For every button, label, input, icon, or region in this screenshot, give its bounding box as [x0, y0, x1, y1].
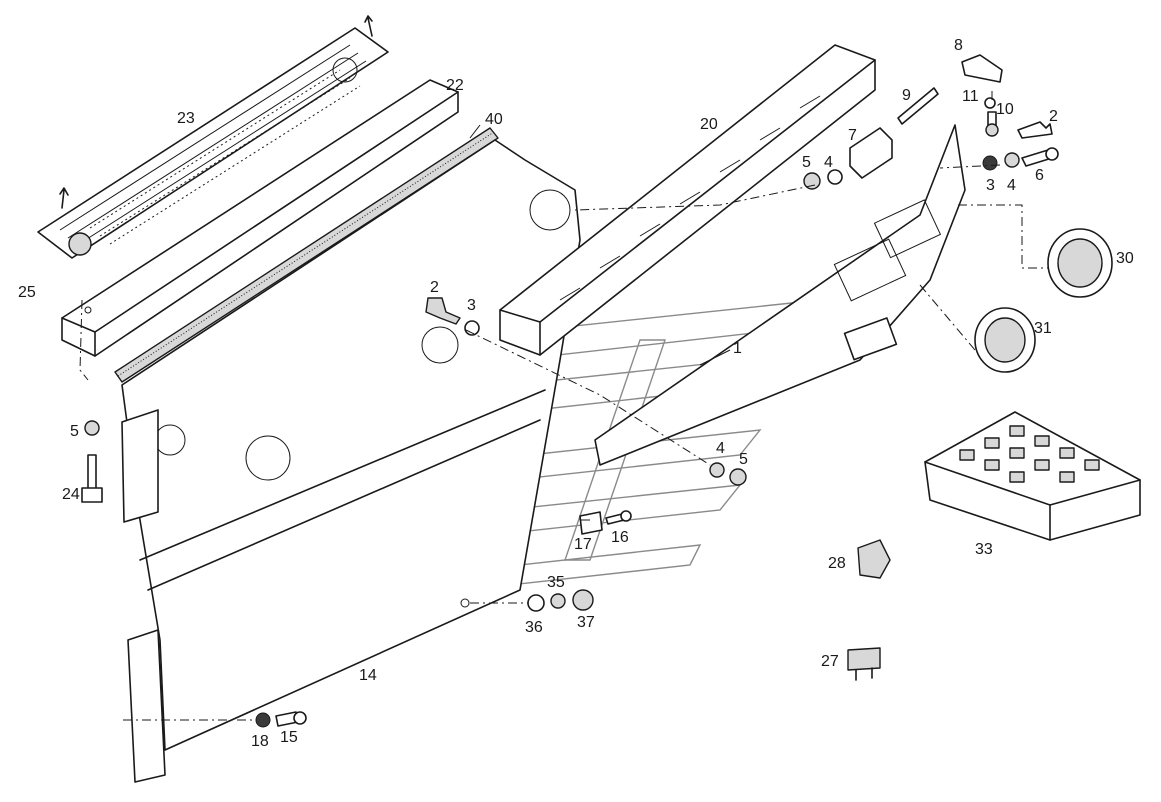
label-31: 31: [1034, 320, 1052, 337]
bolt-2-right: [1017, 121, 1053, 139]
label-8: 8: [954, 37, 963, 54]
label-30: 30: [1116, 250, 1134, 267]
screw-6: [1021, 147, 1059, 167]
label-6: 6: [1035, 167, 1044, 184]
label-10: 10: [996, 101, 1014, 118]
label-2-center: 2: [430, 279, 439, 296]
ladder-rail-20: [499, 44, 876, 356]
nut-5-left: [84, 420, 100, 436]
label-24: 24: [62, 486, 80, 503]
label-9: 9: [902, 87, 911, 104]
nut-37: [572, 589, 594, 611]
nut-5-top: [803, 172, 821, 190]
label-37: 37: [577, 614, 595, 631]
label-23: 23: [177, 110, 195, 127]
label-4-right: 4: [1007, 177, 1016, 194]
label-1: 1: [733, 340, 742, 357]
relay-28: [857, 539, 891, 579]
label-15: 15: [280, 729, 298, 746]
label-3-center: 3: [467, 297, 476, 314]
fuse-box-33: [924, 411, 1141, 541]
pin-9: [897, 87, 939, 125]
side-plate-lower: [127, 629, 166, 783]
label-11: 11: [962, 88, 979, 105]
screw-16: [605, 510, 632, 525]
label-7: 7: [848, 127, 857, 144]
label-5-mid: 5: [739, 451, 748, 468]
label-17: 17: [574, 536, 592, 553]
label-40: 40: [485, 111, 503, 128]
foam-seal-40: [114, 127, 499, 383]
grommet-31: [974, 307, 1036, 373]
bolt-24: [81, 454, 103, 503]
label-27: 27: [821, 653, 839, 670]
label-36: 36: [525, 619, 543, 636]
screw-15: [275, 711, 307, 727]
label-5-left: 5: [70, 423, 79, 440]
washer-3-right: [982, 155, 998, 171]
leader-lines: [469, 124, 731, 366]
clip-17: [579, 511, 603, 535]
label-5-top: 5: [802, 154, 811, 171]
washer-4-right: [1004, 152, 1020, 168]
grommet-30: [1047, 228, 1113, 298]
label-3-right: 3: [986, 177, 995, 194]
label-14: 14: [359, 667, 377, 684]
label-22: 22: [446, 77, 464, 94]
label-28: 28: [828, 555, 846, 572]
screw-10: [985, 111, 999, 137]
washer-18: [255, 712, 271, 728]
washer-35: [550, 593, 566, 609]
bracket-1: [594, 124, 966, 466]
label-2-right: 2: [1049, 108, 1058, 125]
washer-4-top: [827, 169, 843, 185]
label-33: 33: [975, 541, 993, 558]
label-25: 25: [18, 284, 36, 301]
side-plate-upper: [121, 409, 159, 523]
nut-5-mid: [729, 468, 747, 486]
label-18: 18: [251, 733, 269, 750]
decal-sheet-23: [37, 15, 389, 259]
fuse-27: [847, 647, 881, 681]
cover-strip-22: [61, 79, 459, 357]
washer-4-mid: [709, 462, 725, 478]
assembly-lines: [79, 88, 1048, 721]
label-4-mid: 4: [716, 440, 725, 457]
washer-36: [527, 594, 545, 612]
main-panel-14: [121, 139, 581, 751]
label-4-top: 4: [824, 154, 833, 171]
hinge-7: [849, 127, 893, 179]
label-16: 16: [611, 529, 629, 546]
washer-11: [984, 97, 996, 109]
label-35: 35: [547, 574, 565, 591]
label-20: 20: [700, 116, 718, 133]
clamp-8: [961, 54, 1003, 83]
part-labels: 1 2 2 3 3 4 4 4 5 5 5 6 7 8 9 10 11 14 1…: [18, 37, 1134, 750]
bolt-2-center: [425, 297, 461, 325]
